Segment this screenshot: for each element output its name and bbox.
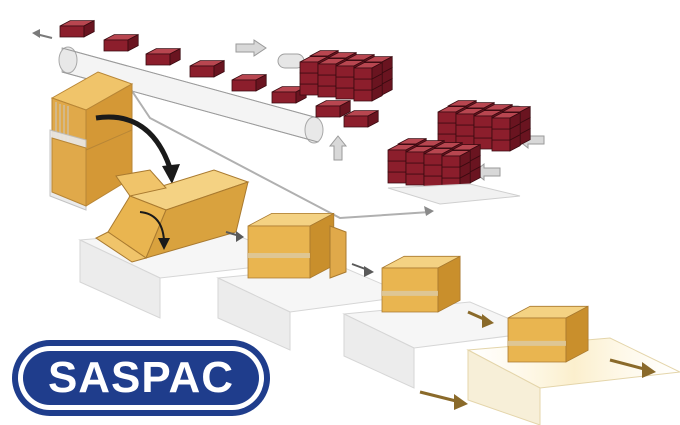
flow-arrow-icon [609,358,656,378]
flow-arrow-icon [235,39,267,57]
cartons [247,212,589,363]
carton-blank-stack [49,71,134,211]
brick [189,59,225,78]
brick-row [59,19,379,128]
flow-arrow-icon [419,390,468,410]
flow-arrow-icon [328,135,348,161]
return-rail [129,87,434,220]
logo-core: SASPAC [23,351,259,405]
flow-arrow-icon [467,310,494,328]
brick [343,109,379,128]
brick-conveyor [58,46,324,144]
stacked-brick [353,61,383,80]
brick [103,33,139,52]
brick [315,99,351,118]
carton-station-2 [247,212,335,279]
carton-station-4 [507,305,589,363]
brick-platform [387,183,521,205]
carton-flap [329,225,347,279]
brick-stacks [299,49,531,190]
curved-arrow-icon [95,114,180,184]
carton-forming [95,169,250,263]
flow-arrow-icon [424,206,434,216]
brick [59,19,95,38]
carton-station-3 [381,255,461,313]
stacked-brick [491,111,521,130]
logo-text: SASPAC [47,353,235,402]
saspac-logo: SASPAC [12,340,270,416]
carton-platforms [78,227,680,425]
flow-arrow-icon [32,29,53,39]
flow-arrow-icon [351,263,374,277]
stacked-brick [441,149,471,168]
flow-arrow-icon [225,231,244,242]
brick [231,73,267,92]
brick [145,47,181,66]
